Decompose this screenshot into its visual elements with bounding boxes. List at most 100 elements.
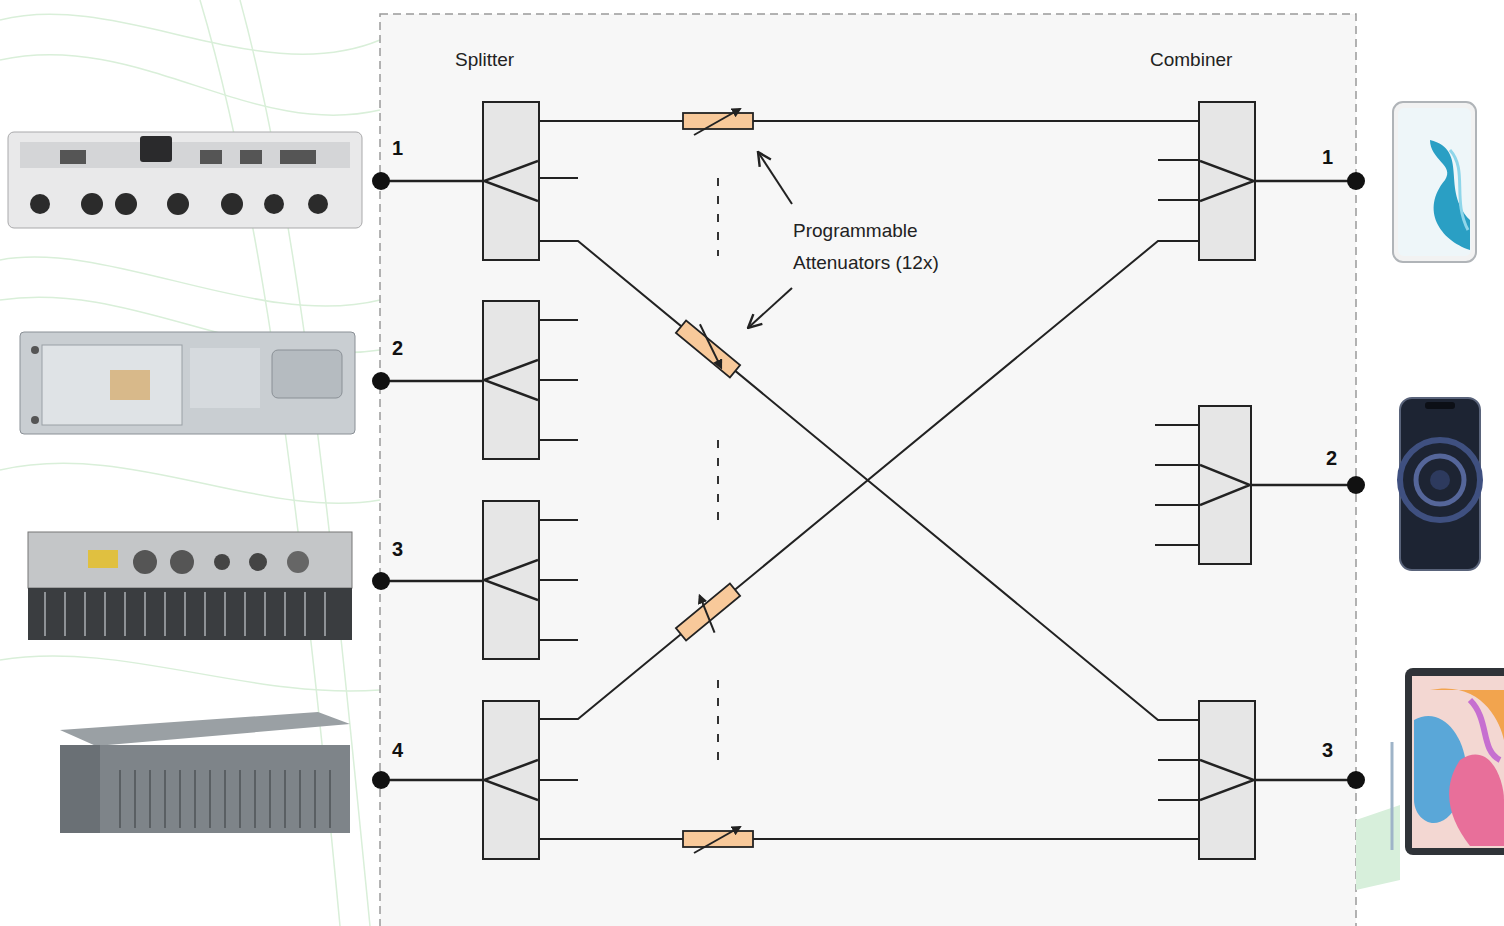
background-art bbox=[1405, 668, 1504, 855]
background-art bbox=[284, 592, 286, 636]
background-art bbox=[239, 770, 241, 828]
background-art bbox=[115, 193, 137, 215]
background-art bbox=[30, 194, 50, 214]
background-art bbox=[179, 770, 181, 828]
background-art bbox=[0, 55, 380, 115]
circuit-art bbox=[758, 152, 792, 204]
background-art bbox=[200, 150, 222, 164]
background-art bbox=[0, 14, 380, 54]
circuit-art bbox=[540, 779, 578, 781]
circuit-art bbox=[676, 584, 740, 641]
background-art bbox=[314, 770, 316, 828]
splitter-symbol bbox=[484, 360, 538, 400]
background-art bbox=[194, 770, 196, 828]
background-art bbox=[329, 770, 331, 828]
background-art bbox=[170, 550, 194, 574]
signal-path bbox=[540, 241, 1198, 720]
circuit-art bbox=[381, 580, 482, 583]
background-art bbox=[81, 193, 103, 215]
circuit-art bbox=[694, 109, 740, 135]
background-art bbox=[44, 592, 46, 636]
port-number: 2 bbox=[1326, 446, 1337, 470]
circuit-art bbox=[381, 180, 482, 183]
leader-arrow bbox=[748, 152, 792, 328]
background-art bbox=[60, 712, 350, 746]
radio-unit-photo bbox=[28, 532, 352, 640]
background-art bbox=[60, 745, 350, 833]
circuit-art bbox=[540, 177, 578, 179]
background-art bbox=[1391, 742, 1394, 850]
background-art bbox=[120, 770, 330, 828]
background-art bbox=[1425, 402, 1455, 409]
background-art bbox=[1450, 150, 1468, 230]
background-art bbox=[140, 136, 172, 162]
background-art bbox=[272, 350, 342, 398]
background-art bbox=[1412, 676, 1504, 848]
background-art bbox=[124, 592, 126, 636]
background-art bbox=[64, 592, 66, 636]
background-art bbox=[224, 592, 226, 636]
background-art bbox=[31, 346, 39, 354]
background-art bbox=[0, 656, 380, 691]
circuit-art bbox=[372, 172, 390, 190]
background-art bbox=[28, 588, 352, 640]
splitter-symbol bbox=[484, 302, 538, 458]
background-art bbox=[1400, 398, 1480, 570]
circuit-art bbox=[717, 680, 719, 760]
background-art bbox=[269, 770, 271, 828]
combiner-symbol bbox=[1200, 702, 1254, 858]
combiner-box: 3 bbox=[1198, 700, 1256, 860]
circuit-art bbox=[1256, 180, 1356, 183]
background-art bbox=[304, 592, 306, 636]
background-art bbox=[84, 592, 86, 636]
port-number: 1 bbox=[1322, 145, 1333, 169]
splitter-symbol bbox=[484, 760, 538, 800]
background-art bbox=[1400, 440, 1480, 520]
attenuator-symbol bbox=[676, 316, 744, 378]
background-art bbox=[324, 592, 326, 636]
circuit-art bbox=[540, 579, 578, 581]
background-art bbox=[20, 142, 350, 168]
ellipsis-dashes bbox=[717, 178, 719, 760]
splitter-box: 1 bbox=[482, 101, 540, 261]
background-art bbox=[204, 592, 206, 636]
background-art bbox=[308, 194, 328, 214]
callout-note: Programmable Attenuators (12x) bbox=[793, 215, 988, 279]
combiner-box: 1 bbox=[1198, 101, 1256, 261]
background-art bbox=[119, 770, 121, 828]
circuit-art bbox=[1158, 759, 1198, 761]
background-art bbox=[1470, 700, 1500, 760]
background-art bbox=[221, 193, 243, 215]
background-art bbox=[60, 150, 86, 164]
circuit-art bbox=[540, 519, 578, 521]
background-art bbox=[133, 550, 157, 574]
circuit-art bbox=[540, 379, 578, 381]
circuit-art bbox=[1158, 159, 1198, 161]
background-art bbox=[214, 554, 230, 570]
column-heading: Splitter bbox=[455, 44, 514, 76]
circuit-art bbox=[372, 572, 390, 590]
port-number: 3 bbox=[392, 537, 403, 561]
circuit-art bbox=[1158, 199, 1198, 201]
port-number: 3 bbox=[1322, 738, 1333, 762]
attenuator-symbol bbox=[683, 827, 753, 853]
circuit-art bbox=[1347, 771, 1365, 789]
background-art bbox=[184, 592, 186, 636]
circuit-art bbox=[372, 372, 390, 390]
background-art bbox=[249, 553, 267, 571]
background-art bbox=[167, 193, 189, 215]
background-art bbox=[1393, 102, 1476, 262]
circuit-art bbox=[690, 596, 723, 633]
circuit-art bbox=[540, 439, 578, 441]
background-art bbox=[164, 770, 166, 828]
background-art bbox=[280, 150, 316, 164]
splitter-box: 4 bbox=[482, 700, 540, 860]
circuit-art bbox=[540, 319, 578, 321]
circuit-art bbox=[717, 178, 719, 256]
phone-photo bbox=[1393, 102, 1476, 262]
circuit-art bbox=[1347, 172, 1365, 190]
circuit-art bbox=[372, 771, 390, 789]
